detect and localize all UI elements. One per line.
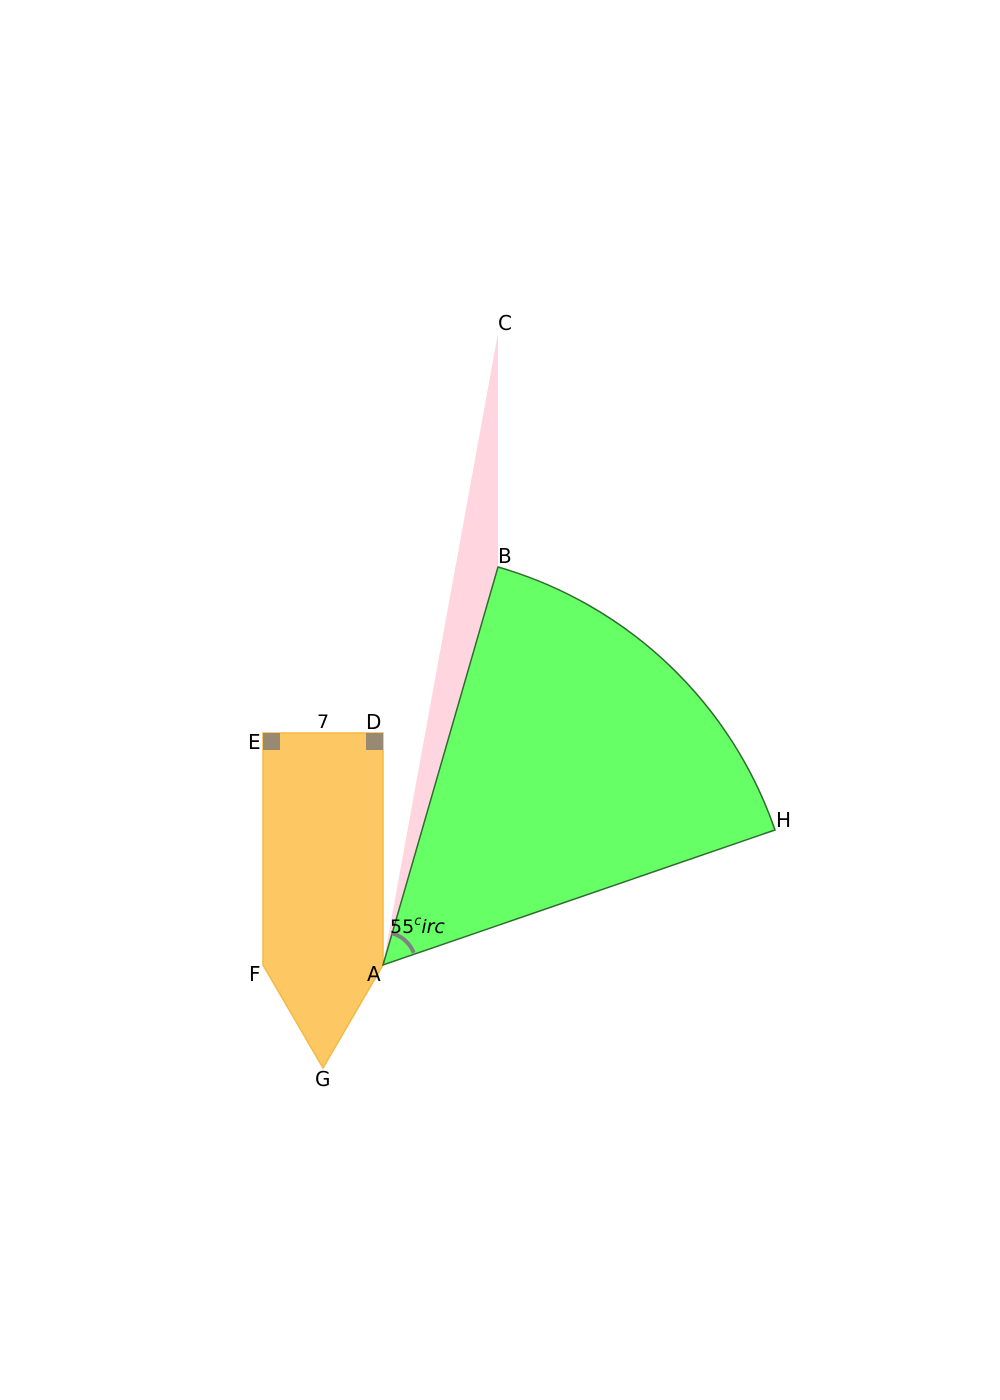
- angle-bah-label: 55circ: [390, 914, 445, 938]
- angle-arc-a: [391, 931, 416, 954]
- angle-bah-superscript: c: [414, 914, 421, 929]
- orange-pentagon-defga: [262, 732, 384, 1070]
- point-label-g: G: [315, 1067, 331, 1091]
- point-label-f: F: [249, 962, 261, 986]
- right-angle-marker-d: [366, 733, 383, 750]
- right-angle-marker-e: [263, 733, 280, 750]
- point-label-b: B: [498, 544, 512, 568]
- side-length-ed-label: 7: [317, 711, 329, 733]
- point-label-c: C: [498, 311, 512, 335]
- angle-bah-suffix: irc: [421, 916, 445, 938]
- point-label-d: D: [366, 710, 381, 734]
- pink-triangle-abc: [383, 333, 498, 965]
- point-label-h: H: [776, 808, 791, 832]
- point-label-e: E: [248, 730, 261, 754]
- point-label-a: A: [367, 962, 381, 986]
- angle-bah-number: 55: [390, 916, 414, 938]
- green-sector-abh: [381, 566, 776, 967]
